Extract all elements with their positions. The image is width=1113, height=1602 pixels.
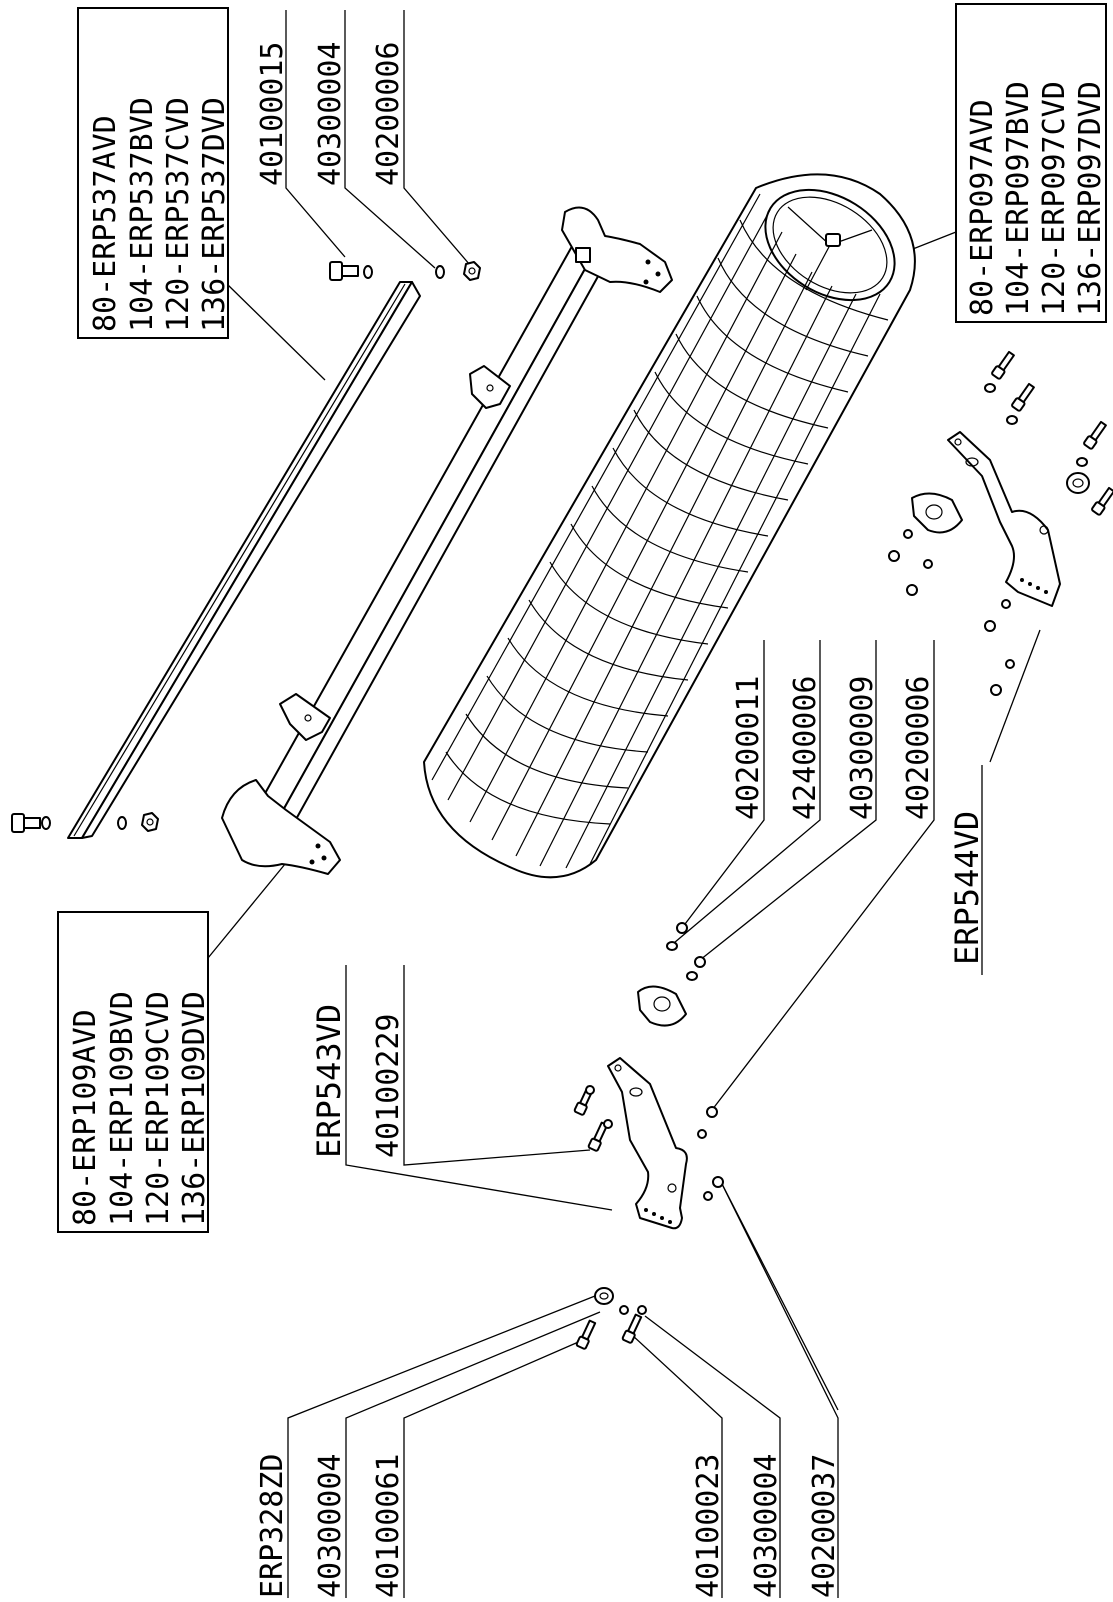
label-left-bolt: 40100229 xyxy=(371,1014,406,1159)
washer-icon xyxy=(41,816,51,830)
washer-icon xyxy=(1005,659,1015,669)
bolt-icon xyxy=(1091,486,1113,516)
top-hardware xyxy=(329,261,481,281)
bolt-icon xyxy=(329,261,359,281)
label-drum-120: 120-ERP097CVD xyxy=(1037,81,1072,316)
label-side-rail-120: 120-ERP537CVD xyxy=(161,97,196,332)
bolt-icon xyxy=(587,1121,609,1152)
label-frame-120: 120-ERP109CVD xyxy=(141,991,176,1226)
washer-icon xyxy=(984,383,996,393)
washer-icon xyxy=(697,1129,707,1139)
washer-icon xyxy=(903,529,913,539)
leader-lines xyxy=(207,10,1041,1598)
nut-icon xyxy=(676,922,688,934)
nut-icon xyxy=(906,584,918,596)
nut-icon xyxy=(712,1176,724,1188)
bolt-icon xyxy=(1011,382,1035,412)
bolt-icon xyxy=(11,813,41,833)
washer-icon xyxy=(117,816,127,830)
nut-icon xyxy=(888,550,900,562)
label-bottom-40300004-b: 40300004 xyxy=(749,1454,784,1599)
label-bottom-40100061: 40100061 xyxy=(371,1454,406,1599)
washer-icon xyxy=(686,971,698,981)
bolt-icon xyxy=(575,1319,597,1350)
bottom-hardware xyxy=(575,1287,647,1350)
washer-icon xyxy=(637,1305,647,1315)
label-mid-40200011: 40200011 xyxy=(731,676,766,821)
flange-bearing-icon xyxy=(911,492,963,534)
washer-icon xyxy=(619,1305,629,1315)
label-top-40300004: 40300004 xyxy=(313,42,348,187)
label-side-rail-136: 136-ERP537DVD xyxy=(197,97,232,332)
label-box-frame: 80-ERP109AVD 104-ERP109BVD 120-ERP109CVD… xyxy=(57,911,212,1233)
frame-assembly xyxy=(221,206,673,875)
nut-icon xyxy=(984,620,996,632)
label-top-40100015: 40100015 xyxy=(255,42,290,187)
label-mid-42400006: 42400006 xyxy=(788,676,823,821)
washer-icon xyxy=(1001,599,1011,609)
washer-icon xyxy=(703,1191,713,1201)
label-mid-40300009: 40300009 xyxy=(845,676,880,821)
nut-icon xyxy=(706,1106,718,1118)
label-mid-40200006: 40200006 xyxy=(901,676,936,821)
bolt-icon xyxy=(621,1313,643,1344)
label-left-bracket: ERP543VD xyxy=(310,1004,348,1158)
nut-icon xyxy=(463,261,481,281)
washer-icon xyxy=(1006,415,1018,425)
washer-icon xyxy=(435,265,445,279)
washer-icon xyxy=(363,265,373,279)
label-bottom-erp328zd: ERP328ZD xyxy=(255,1454,290,1599)
flange-bearing-icon xyxy=(637,985,687,1027)
label-frame-80: 80-ERP109AVD xyxy=(68,1009,103,1226)
washer-icon xyxy=(666,941,678,951)
side-rail xyxy=(67,281,421,839)
label-frame-136: 136-ERP109DVD xyxy=(177,991,212,1226)
label-right-bracket: ERP544VD xyxy=(948,811,986,965)
right-bracket-assembly xyxy=(888,350,1113,696)
nut-icon xyxy=(990,684,1002,696)
label-bottom-40200037: 40200037 xyxy=(807,1454,842,1599)
label-side-rail-104: 104-ERP537BVD xyxy=(125,97,160,332)
bolt-icon xyxy=(991,350,1015,380)
label-drum-80: 80-ERP097AVD xyxy=(965,99,1000,316)
label-drum-104: 104-ERP097BVD xyxy=(1001,81,1036,316)
bearing-icon xyxy=(594,1287,614,1305)
left-rail-hardware xyxy=(11,812,159,833)
bolt-icon xyxy=(1083,420,1107,450)
left-bracket-assembly xyxy=(573,922,724,1230)
label-bottom-40100023: 40100023 xyxy=(691,1454,726,1599)
label-side-rail-80: 80-ERP537AVD xyxy=(88,115,123,332)
washer-icon xyxy=(585,1085,595,1095)
nut-icon xyxy=(694,956,706,968)
label-bottom-40300004-a: 40300004 xyxy=(313,1454,348,1599)
nut-icon xyxy=(141,812,159,832)
washer-icon xyxy=(1076,457,1088,467)
mesh-drum xyxy=(423,173,916,879)
label-box-drum: 80-ERP097AVD 104-ERP097BVD 120-ERP097CVD… xyxy=(955,3,1108,323)
bearing-icon xyxy=(1066,472,1090,494)
label-drum-136: 136-ERP097DVD xyxy=(1073,81,1108,316)
label-top-40200006: 40200006 xyxy=(371,42,406,187)
label-box-side-rail: 80-ERP537AVD 104-ERP537BVD 120-ERP537CVD… xyxy=(77,7,232,339)
washer-icon xyxy=(603,1119,613,1129)
label-frame-104: 104-ERP109BVD xyxy=(105,991,140,1226)
washer-icon xyxy=(923,559,933,569)
